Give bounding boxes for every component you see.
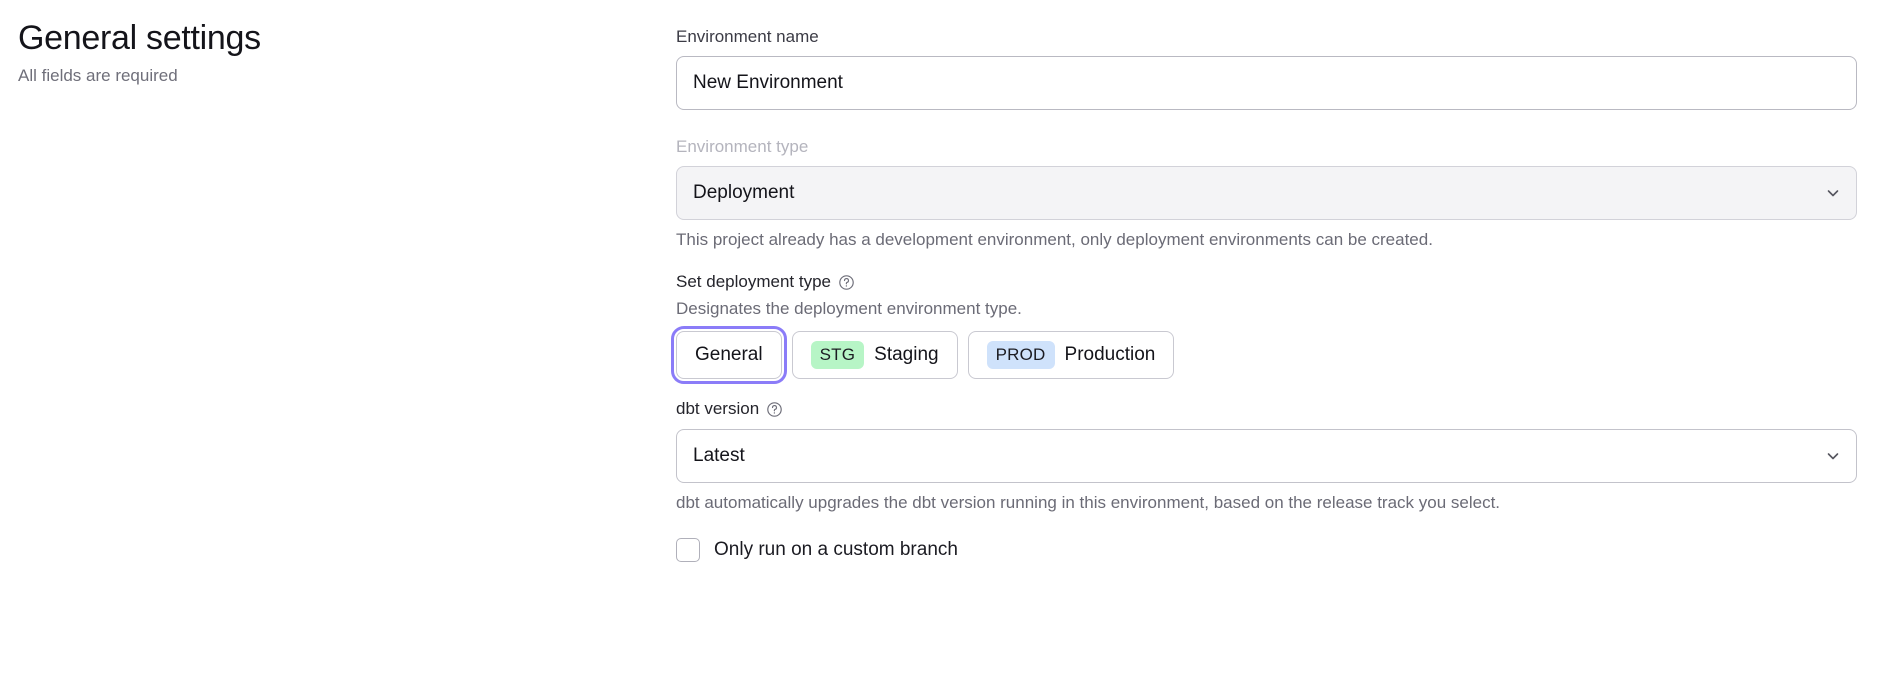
dbt-version-label: dbt version — [676, 399, 760, 418]
environment-type-select-wrapper: Deployment — [676, 166, 1857, 220]
deployment-type-button-group: General STG Staging PROD Production — [671, 326, 1857, 384]
deployment-type-label: Set deployment type — [676, 272, 831, 291]
deployment-type-option-general-label: General — [695, 344, 763, 365]
dbt-version-helper-text: dbt automatically upgrades the dbt versi… — [676, 493, 1501, 512]
page-subtitle: All fields are required — [18, 66, 178, 85]
environment-type-helper-text: This project already has a development e… — [676, 230, 1433, 249]
dbt-version-selected-value: Latest — [693, 445, 745, 466]
field-deployment-type: Set deployment type Designates the deplo… — [671, 270, 1857, 384]
deployment-type-option-staging[interactable]: STG Staging — [791, 331, 958, 379]
environment-type-selected-value: Deployment — [693, 182, 795, 203]
staging-badge: STG — [810, 341, 865, 369]
environment-name-input[interactable] — [676, 56, 1857, 110]
settings-header-column: General settings All fields are required — [18, 16, 638, 88]
dbt-version-select-wrapper: Latest — [676, 429, 1857, 483]
deployment-type-option-production-label: Production — [1064, 344, 1156, 365]
environment-name-label: Environment name — [676, 27, 819, 46]
custom-branch-label[interactable]: Only run on a custom branch — [714, 539, 958, 560]
environment-type-select[interactable]: Deployment — [676, 166, 1857, 220]
general-settings-form: Environment name Environment type Deploy… — [671, 25, 1857, 563]
deployment-type-label-row: Set deployment type — [676, 270, 1857, 294]
deployment-type-option-staging-label: Staging — [874, 344, 939, 365]
production-badge: PROD — [986, 341, 1055, 369]
question-circle-icon[interactable] — [838, 274, 855, 291]
dbt-version-label-row: dbt version — [676, 397, 1857, 421]
deployment-type-option-production[interactable]: PROD Production — [967, 331, 1175, 379]
custom-branch-checkbox[interactable] — [676, 538, 700, 562]
dbt-version-select[interactable]: Latest — [676, 429, 1857, 483]
field-environment-type: Environment type Deployment This project… — [676, 135, 1857, 252]
question-circle-icon[interactable] — [766, 401, 783, 418]
field-environment-name: Environment name — [676, 25, 1857, 110]
page-title: General settings — [18, 19, 261, 57]
field-dbt-version: dbt version Latest — [676, 397, 1857, 515]
deployment-type-description: Designates the deployment environment ty… — [676, 299, 1022, 318]
custom-branch-row: Only run on a custom branch — [676, 537, 1857, 563]
deployment-type-option-general[interactable]: General — [671, 326, 787, 384]
environment-type-label: Environment type — [676, 137, 809, 156]
